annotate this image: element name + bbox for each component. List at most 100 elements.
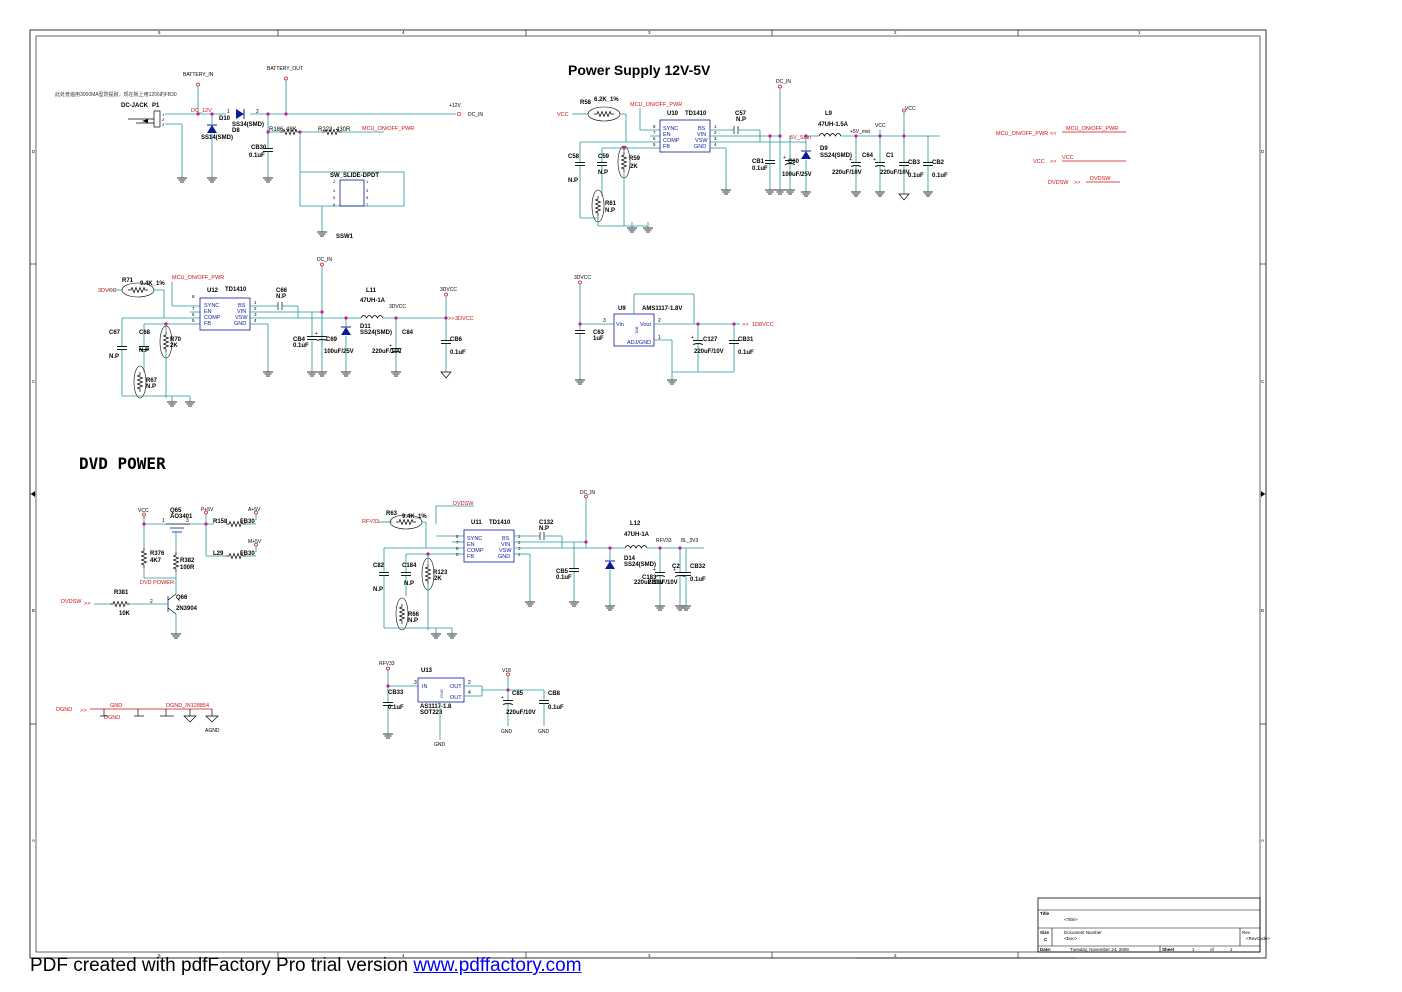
svg-text:6: 6 <box>192 312 195 317</box>
r376-val: 4K7 <box>150 558 162 564</box>
u10-pin-fb: FB <box>663 144 670 150</box>
border-row-c-r: C <box>1261 379 1265 384</box>
offpage-mcu-right: MCU_ON/OFF_PWR <box>1066 126 1118 132</box>
svg-text:>>: >> <box>448 316 454 322</box>
r382-val: 100R <box>180 565 195 571</box>
q65-ref: Q65 <box>170 508 182 514</box>
svg-text:1: 1 <box>366 179 369 184</box>
r223-val: 430R <box>336 127 351 133</box>
r61-ref: R61 <box>605 201 617 207</box>
svg-text:3: 3 <box>162 122 165 127</box>
svg-text:5: 5 <box>366 195 369 200</box>
tb-rev-value: <RevCode> <box>1246 936 1270 941</box>
u11-ref: U11 <box>471 520 482 526</box>
u10-pin-bs: BS <box>698 126 706 132</box>
u9-pin-vout: Vout <box>640 322 651 328</box>
u13-pkg: SOT223 <box>420 710 443 716</box>
u13-pin-in: IN <box>422 684 428 690</box>
u12-pin-vsw: VSW <box>235 315 248 321</box>
border-row-a: A <box>32 838 35 843</box>
dc-in-offpage-1: DC_IN <box>468 112 483 118</box>
tb-docnum-label: Document Number <box>1064 930 1102 935</box>
c67-val: N.P <box>109 354 119 360</box>
c57-val: N.P <box>736 117 746 123</box>
u13-pin-out2: OUT <box>450 695 462 701</box>
dvd-power-net: DVD POWER <box>140 580 174 586</box>
svg-text:2: 2 <box>150 599 153 605</box>
svg-text:6: 6 <box>333 202 336 207</box>
border-row-b-r: B <box>1261 608 1264 613</box>
u12-pin-en: EN <box>204 309 212 315</box>
cb31-val: 0.1uF <box>738 350 754 356</box>
net-3dvcc-left: 3DVCC <box>98 288 117 294</box>
svg-text:1: 1 <box>714 124 717 129</box>
r123-val: 2K <box>434 576 442 582</box>
svg-text:8: 8 <box>456 534 459 539</box>
sheet-border: 5 4 3 2 1 5 4 3 2 D C B A D C B A <box>29 29 1267 959</box>
u13-part: AS1117-1.8 <box>420 704 452 710</box>
svg-text:<<: << <box>1050 131 1056 137</box>
cb8-ref: CB8 <box>548 691 561 697</box>
tb-title-value: <Title> <box>1064 917 1078 922</box>
tb-sheet-num: 1 <box>1192 947 1195 952</box>
c68-val: N.P <box>139 348 149 354</box>
tb-sheet-label: Sheet <box>1162 947 1175 952</box>
offpage-dvdsw-left: DVDSW <box>1048 180 1069 186</box>
r67-val: N.P <box>146 384 156 390</box>
dgnd-label-2: DGND <box>104 715 120 721</box>
u12-pin-fb: FB <box>204 321 211 327</box>
u10-part: TD1410 <box>685 111 707 117</box>
section-dc-jack: BATTERY_IN BATTERY_OUT DC-JACK P1 1 2 3 … <box>121 66 483 240</box>
rfv33-in-net: RFV33 <box>362 519 379 525</box>
rfv33-net-7: RFV33 <box>379 661 395 667</box>
tb-of-label: of <box>1210 947 1215 952</box>
plus12v-net: +12V <box>449 103 461 109</box>
border-col-4: 4 <box>402 30 405 35</box>
p1-label: P1 <box>152 103 160 109</box>
cb2-ref: CB2 <box>932 160 945 166</box>
section-u13-ldo: RFV33 3 CB33 0.1uF U13 IN OUT OUT GND AS… <box>379 661 564 748</box>
q65-part: AO3401 <box>170 514 193 520</box>
u11-pin-sync: SYNC <box>467 536 482 542</box>
d11-part: SS24(SMD) <box>360 330 392 336</box>
dgnd-in-tie: DGND_IN128854 <box>166 703 209 709</box>
cb4-val: 0.1uF <box>293 343 309 349</box>
dc-in-net-2: DC_IN <box>776 79 791 85</box>
c64-ref: C64 <box>862 153 874 159</box>
section-u11-buck: DVDSW DC_IN RFV33 R63 9.4K_1% 8 7 6 5 U1… <box>362 490 706 639</box>
svg-text:6: 6 <box>456 546 459 551</box>
u12-ref: U12 <box>207 288 219 294</box>
l11-val: 47UH-1A <box>360 298 386 304</box>
c69-ref: C69 <box>326 337 338 343</box>
border-row-d: D <box>32 149 36 154</box>
r70-val: 2K <box>170 343 178 349</box>
pdffactory-link[interactable]: www.pdffactory.com <box>413 955 582 976</box>
c132-val: N.P <box>539 526 549 532</box>
r70-ref: R70 <box>170 337 182 343</box>
u9-pin-adj: ADJ/GND <box>627 340 651 346</box>
d14-part: SS24(SMD) <box>624 562 656 568</box>
cb3-val: 0.1uF <box>908 173 924 179</box>
u12-pin-bs: BS <box>238 303 246 309</box>
l29-ref: L29 <box>213 551 224 557</box>
gnd-tie: GND <box>110 703 122 709</box>
svg-text:2: 2 <box>254 306 257 311</box>
svg-text:1: 1 <box>227 109 230 115</box>
cb30-ref: CB30 <box>251 145 267 151</box>
svg-text:>>: >> <box>1050 159 1056 165</box>
dc-12v-net: DC_12V <box>191 108 212 114</box>
u12-pin-gnd: GND <box>234 321 246 327</box>
l9-val: 47UH-1.5A <box>818 122 849 128</box>
dvdsw-net-5: DVDSW <box>61 599 82 605</box>
d9-ref: D9 <box>820 146 828 152</box>
svg-text:1: 1 <box>518 534 521 539</box>
pdf-footer: PDF created with pdfFactory Pro trial ve… <box>30 955 582 977</box>
svg-text:1: 1 <box>162 518 165 524</box>
svg-text:7: 7 <box>456 540 459 545</box>
border-col-3: 3 <box>648 30 651 35</box>
cb2-val: 0.1uF <box>932 173 948 179</box>
cb30-val: 0.1uF <box>249 153 265 159</box>
switch-part: SW_SLIDE-DPDT <box>330 173 379 179</box>
net-5v-stan: 5V_Stan <box>790 135 811 141</box>
r63-ref: R63 <box>386 511 398 517</box>
